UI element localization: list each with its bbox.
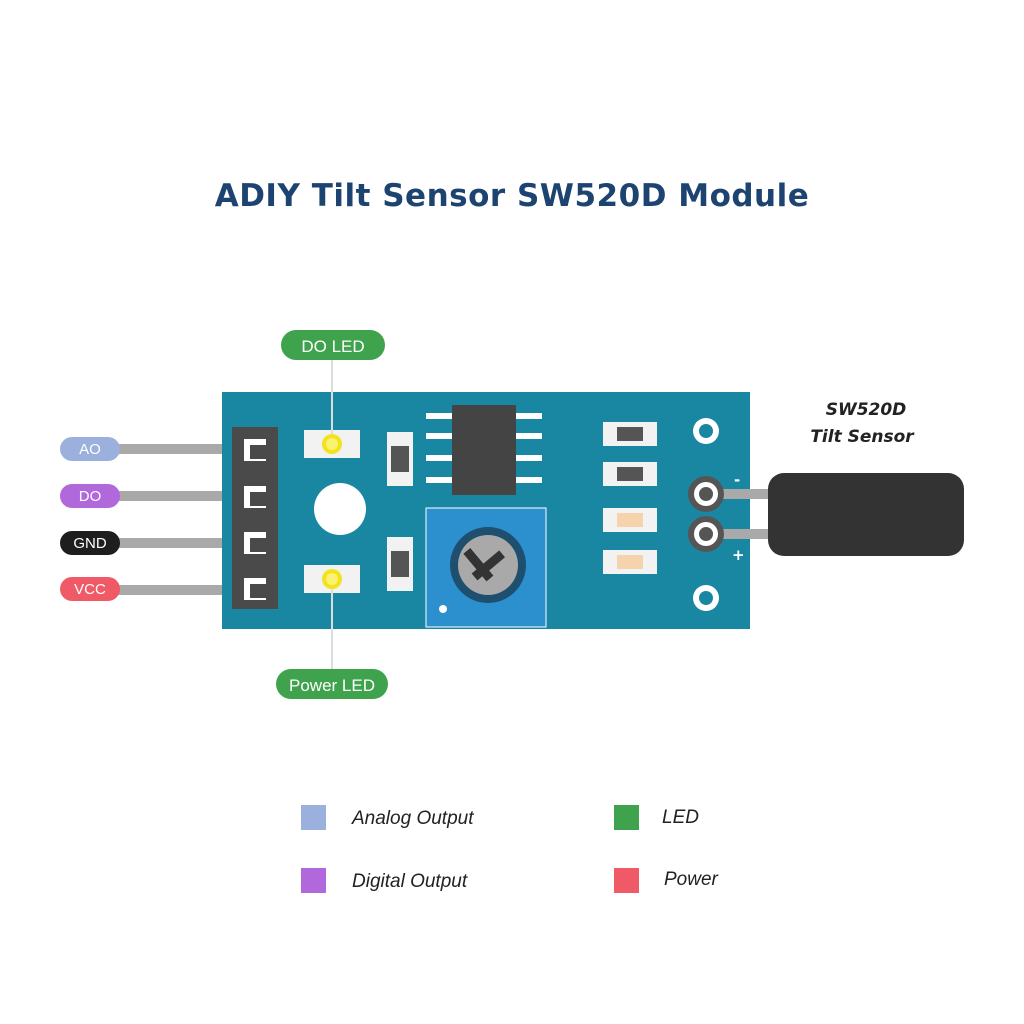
pin-label-gnd-pill <box>60 531 120 555</box>
smd-resistor-3 <box>603 508 657 532</box>
sensor-plus-sign: + <box>732 546 745 564</box>
sensor-pad-minus <box>688 476 724 512</box>
do-led-component <box>304 430 360 458</box>
pin-label-do-pill <box>60 484 120 508</box>
pin-label-vcc-text: VCC <box>74 581 106 598</box>
do-led-label: DO LED <box>281 330 385 360</box>
legend-label-analog-output: Analog Output <box>351 808 474 829</box>
pin-label-vcc: VCC <box>60 577 120 601</box>
board-hole-bottom <box>693 585 719 611</box>
legend-label-power: Power <box>664 869 719 890</box>
smd-resistor-1 <box>603 422 657 446</box>
legend-swatch-analog-output <box>301 805 326 830</box>
potentiometer <box>425 507 547 628</box>
smd-resistor-2 <box>603 462 657 486</box>
legend-swatch-power <box>614 868 639 893</box>
sensor-pad-plus <box>688 516 724 552</box>
pin-header <box>232 427 278 609</box>
do-led-label-text: DO LED <box>301 337 364 356</box>
legend-swatch-digital-output <box>301 868 326 893</box>
pin-label-do: DO <box>60 484 120 508</box>
power-led-label-text: Power LED <box>289 676 375 695</box>
smd-resistor-4 <box>603 550 657 574</box>
pin-label-gnd-text: GND <box>73 535 107 552</box>
pin-label-ao-pill <box>60 437 120 461</box>
legend-swatch-led <box>614 805 639 830</box>
pin-label-gnd: GND <box>60 531 120 555</box>
legend-label-digital-output: Digital Output <box>352 871 468 892</box>
power-led-label: Power LED <box>276 669 388 699</box>
sensor-name-line2: Tilt Sensor <box>810 427 915 447</box>
board-hole-top <box>693 418 719 444</box>
mounting-hole <box>314 483 366 535</box>
ic-chip <box>426 405 542 495</box>
sensor-minus-sign: - <box>734 471 740 489</box>
pin-label-vcc-pill <box>60 577 120 601</box>
sensor-lead-plus <box>706 529 780 539</box>
tilt-sensor-body <box>768 473 964 556</box>
sensor-lead-minus <box>706 489 780 499</box>
sensor-name-line1: SW520D <box>826 400 907 420</box>
pin-label-ao: AO <box>60 437 120 461</box>
smd-capacitor-bottom <box>387 537 413 591</box>
power-led-component <box>304 565 360 593</box>
pin-label-do-text: DO <box>79 488 102 505</box>
smd-capacitor-top <box>387 432 413 486</box>
pin-label-ao-text: AO <box>79 441 101 458</box>
pin-wires <box>110 444 260 595</box>
legend-label-led: LED <box>662 807 699 828</box>
page-title: ADIY Tilt Sensor SW520D Module <box>214 178 810 214</box>
legend: Analog Output LED Digital Output Power <box>301 805 719 893</box>
